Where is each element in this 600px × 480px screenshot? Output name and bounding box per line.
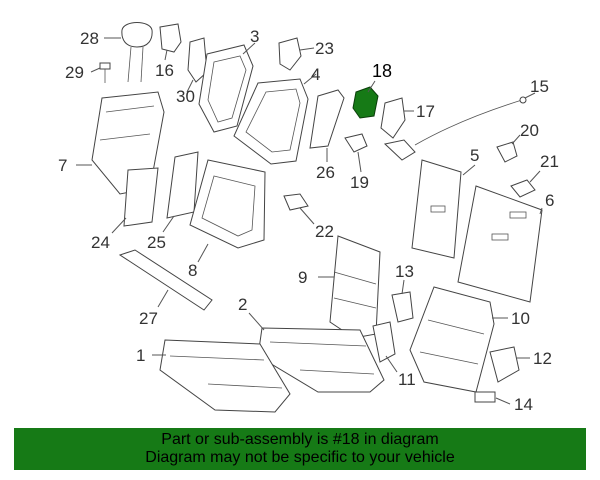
part-bezel-21 [510,179,536,198]
callout-21: 21 [540,152,559,171]
part-cushion-9 [329,235,381,339]
callout-labels: 28 16 3 23 29 30 4 18 17 15 7 26 19 20 5… [58,27,559,414]
callout-17: 17 [416,102,435,121]
part-pad-24 [123,167,159,227]
callout-5: 5 [470,146,479,165]
callout-10: 10 [511,309,530,328]
part-hinge-13 [391,291,414,323]
callout-26: 26 [316,163,335,182]
part-trim-26 [309,89,345,149]
part-clip-22 [283,193,309,211]
part-latch-30 [187,37,208,83]
part-latch-20 [496,141,518,163]
callout-16: 16 [155,61,174,80]
part-seatback-board-5 [411,159,462,259]
callout-3: 3 [250,27,259,46]
callout-9: 9 [298,268,307,287]
part-clip-14 [474,391,496,403]
banner-line-1: Part or sub-assembly is #18 in diagram [161,431,439,448]
info-banner: Part or sub-assembly is #18 in diagram D… [14,428,586,470]
part-cable-15 [383,96,527,161]
callout-4: 4 [311,65,320,84]
callout-12: 12 [533,349,552,368]
part-bar-27 [118,249,213,311]
callout-6: 6 [545,191,554,210]
parts-diagram: 28 16 3 23 29 30 4 18 17 15 7 26 19 20 5… [58,22,559,414]
callout-27: 27 [139,309,158,328]
part-clip-19 [344,133,368,153]
callout-8: 8 [188,261,197,280]
callout-15: 15 [530,77,549,96]
part-headrest [121,22,153,83]
part-frame-25 [166,151,199,219]
callout-28: 28 [80,29,99,48]
part-seatback-board-6 [457,185,543,303]
banner-line-2: Diagram may not be specific to your vehi… [145,449,455,466]
part-seatback-8 [189,159,266,249]
part-seatback-frame [198,44,254,133]
callout-18: 18 [372,61,392,81]
callout-30: 30 [176,87,195,106]
leader-lines [76,37,543,405]
part-cushion-10 [409,286,495,393]
callout-19: 19 [350,173,369,192]
callout-23: 23 [315,39,334,58]
callout-13: 13 [395,262,414,281]
part-bracket-17 [380,97,406,139]
part-panel-4 [233,78,309,165]
callout-2: 2 [238,295,247,314]
part-seat-cushion-2 [257,327,385,393]
part-hinge-12 [489,346,520,383]
callout-29: 29 [65,63,84,82]
callout-22: 22 [315,222,334,241]
callout-7: 7 [58,156,67,175]
part-18-highlighted[interactable] [352,80,379,119]
callout-24: 24 [91,233,110,252]
part-seat-cushion-1 [159,339,291,413]
callout-14: 14 [514,395,533,414]
callout-1: 1 [136,346,145,365]
part-lock-11 [372,321,396,363]
part-headrest-guide [99,62,111,83]
callout-20: 20 [520,121,539,140]
callout-25: 25 [147,233,166,252]
part-bracket-16 [159,23,182,53]
part-hinge-23 [278,37,302,71]
callout-11: 11 [398,370,416,389]
